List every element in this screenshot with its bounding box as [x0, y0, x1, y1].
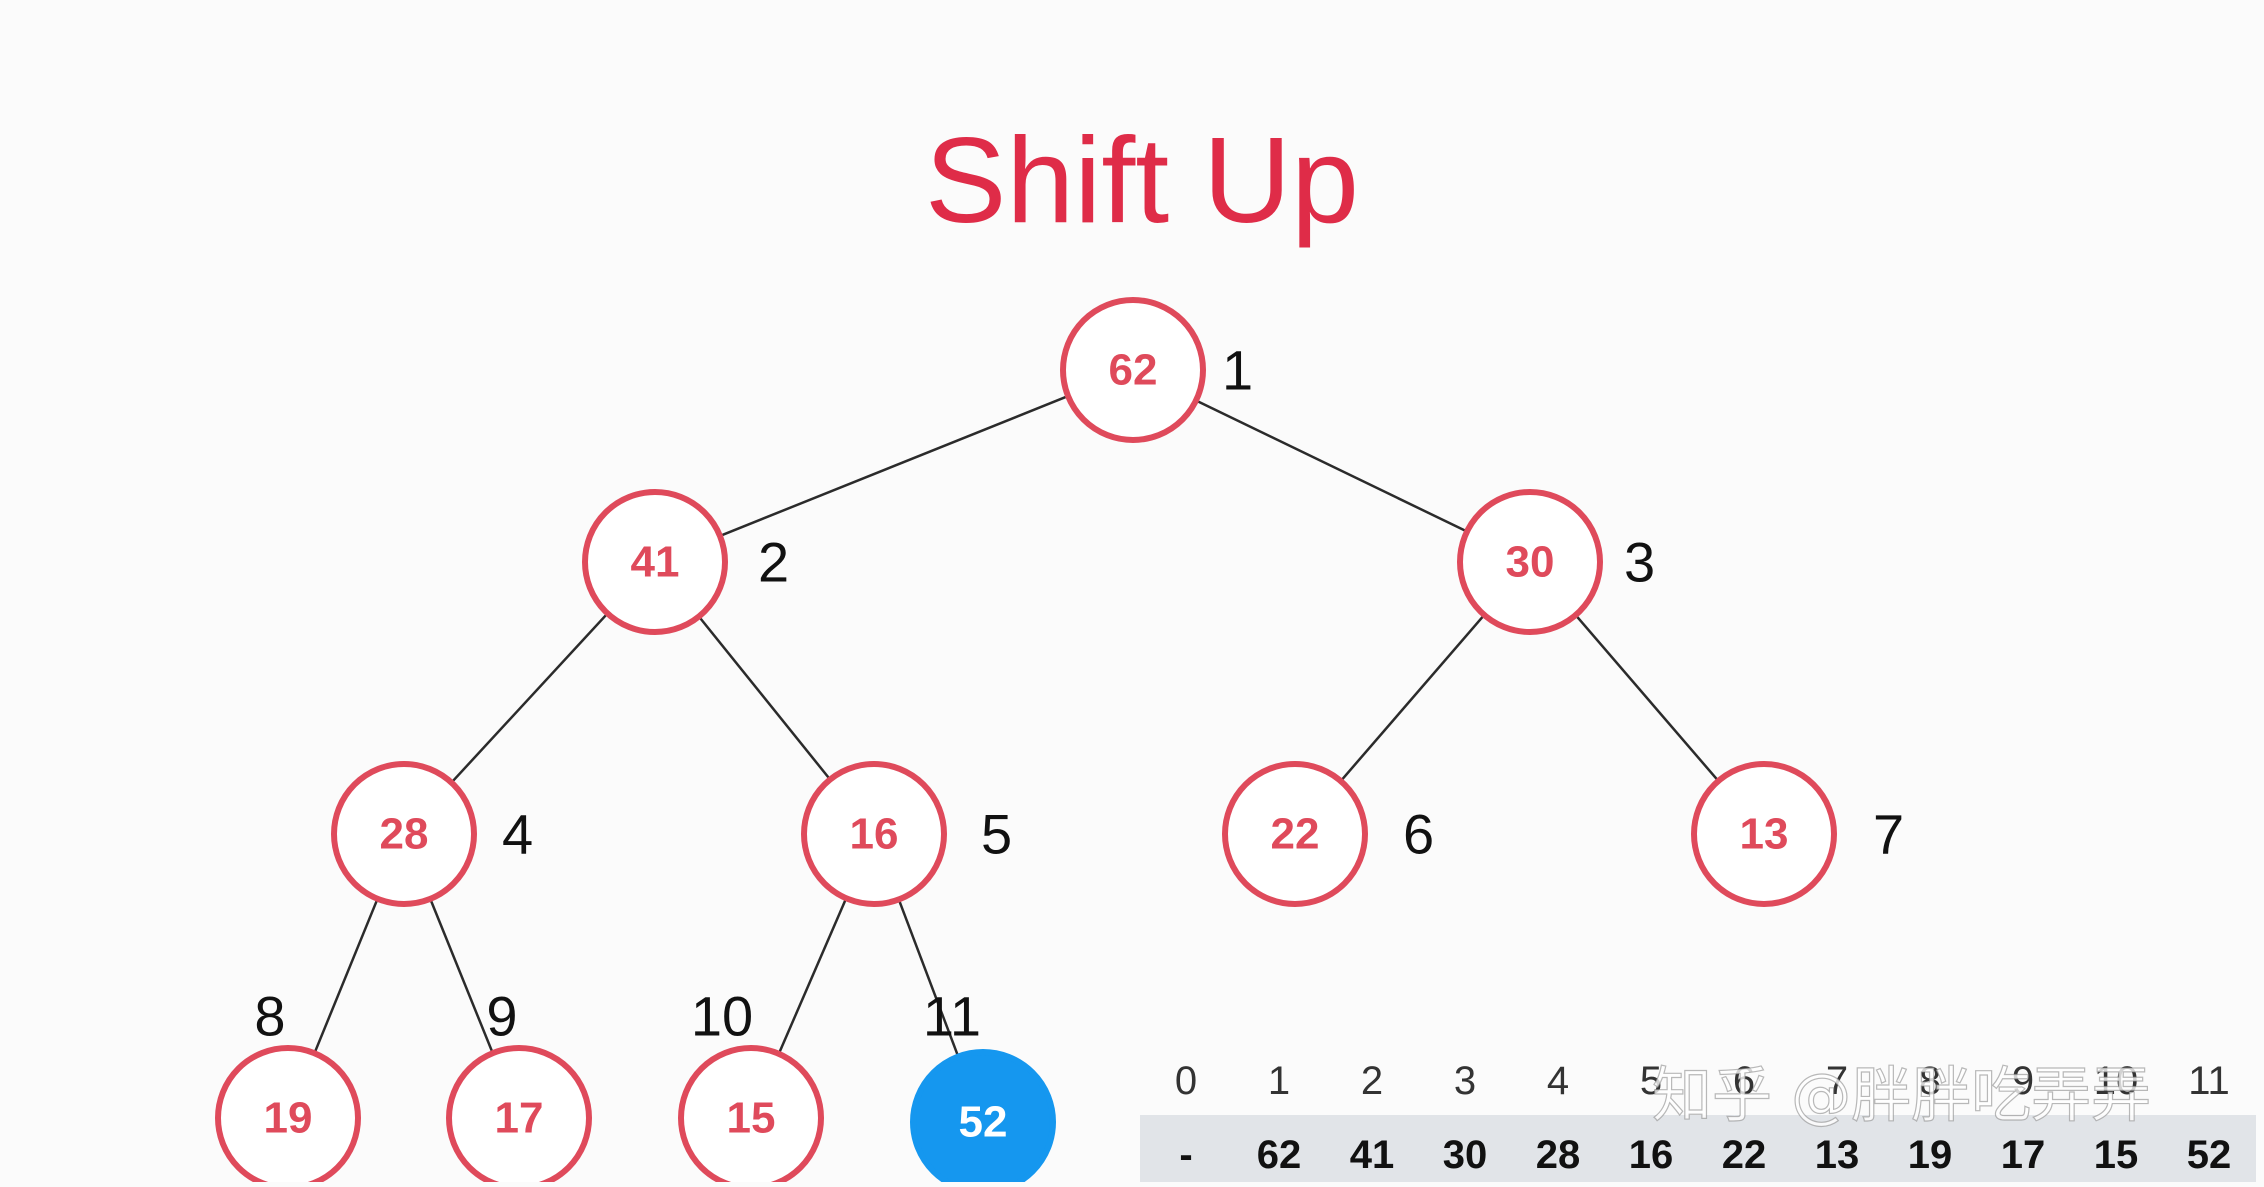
tree-edge [1574, 614, 1720, 782]
tree-edge [697, 615, 832, 781]
node-index-label: 4 [502, 803, 533, 866]
node-circle [1060, 297, 1206, 443]
tree-edge [429, 898, 494, 1054]
diagram-title: Shift Up [925, 112, 1359, 248]
node-value: 17 [495, 1094, 544, 1143]
array-value-cell: 16 [1629, 1133, 1674, 1177]
node-value: 41 [631, 538, 680, 587]
node-circle [1691, 761, 1837, 907]
array-index-label: 11 [2188, 1059, 2230, 1103]
heap-array: 0 1 2 3 4 5 6 7 8 9 10 11 - 62 41 30 28 16 22 13 19 17 15 52 [1140, 1059, 2256, 1182]
node-circle [582, 489, 728, 635]
array-index-label: 7 [1826, 1059, 1848, 1103]
tree-edge [450, 612, 609, 784]
node-value: 28 [380, 810, 429, 859]
array-value-cell: 15 [2094, 1133, 2139, 1177]
array-index-label: 3 [1454, 1059, 1476, 1103]
tree-node: 13 7 [1691, 761, 1904, 907]
tree-edge [313, 898, 379, 1054]
array-value-cell: 41 [1350, 1133, 1395, 1177]
tree-node: 30 3 [1457, 489, 1655, 635]
watermark-text: 知乎 @胖胖吃弄弄 [1652, 1061, 2151, 1131]
node-index-label: 10 [691, 985, 753, 1048]
tree-edge [719, 394, 1069, 538]
node-value: 52 [959, 1098, 1008, 1147]
node-circle [446, 1045, 592, 1187]
node-index-label: 9 [486, 985, 517, 1048]
array-value-cell: 19 [1908, 1133, 1953, 1177]
node-index-label: 3 [1624, 531, 1655, 594]
node-index-label: 1 [1222, 339, 1253, 402]
node-index-label: 7 [1873, 803, 1904, 866]
array-index-label: 6 [1733, 1059, 1755, 1103]
array-index-label: 4 [1547, 1059, 1569, 1103]
array-value-cell: - [1179, 1133, 1192, 1177]
tree-node: 52 11 [910, 985, 1056, 1187]
node-circle [331, 761, 477, 907]
node-value: 16 [850, 810, 899, 859]
node-index-label: 5 [981, 803, 1012, 866]
array-index-label: 5 [1640, 1059, 1662, 1103]
node-index-label: 6 [1403, 803, 1434, 866]
node-value: 62 [1109, 346, 1158, 395]
array-index-label: 2 [1361, 1059, 1383, 1103]
tree-edge [1339, 614, 1486, 782]
tree-node: 41 2 [582, 489, 789, 635]
node-circle [801, 761, 947, 907]
array-index-label: 8 [1919, 1059, 1941, 1103]
array-index-label: 9 [2012, 1059, 2034, 1103]
array-value-cell: 17 [2001, 1133, 2046, 1177]
node-circle [1222, 761, 1368, 907]
array-value-cell: 13 [1815, 1133, 1860, 1177]
node-value: 13 [1740, 810, 1789, 859]
tree-node: 28 4 [331, 761, 533, 907]
tree-edges [313, 394, 1720, 1057]
tree-node: 62 1 [1060, 297, 1253, 443]
node-index-label: 11 [923, 985, 981, 1048]
tree-node: 22 6 [1222, 761, 1434, 907]
node-circle [678, 1045, 824, 1187]
node-value: 30 [1506, 538, 1555, 587]
array-index-label: 10 [2094, 1059, 2139, 1103]
array-value-cell: 22 [1722, 1133, 1767, 1177]
node-circle [215, 1045, 361, 1187]
node-circle [1457, 489, 1603, 635]
array-index-label: 0 [1175, 1059, 1197, 1103]
node-index-label: 2 [758, 531, 789, 594]
array-row-background [1140, 1115, 2256, 1182]
node-value: 19 [264, 1094, 313, 1143]
tree-edge [897, 899, 960, 1057]
node-index-label: 8 [254, 985, 285, 1048]
tree-node: 16 5 [801, 761, 1012, 907]
node-value: 22 [1271, 810, 1320, 859]
tree-edge [1195, 399, 1468, 533]
array-value-cell: 62 [1257, 1133, 1302, 1177]
tree-node: 17 9 [446, 985, 592, 1187]
highlighted-node-circle [910, 1049, 1056, 1187]
array-value-cell: 30 [1443, 1133, 1488, 1177]
array-index-label: 1 [1268, 1059, 1290, 1103]
array-value-cell: 52 [2187, 1133, 2232, 1177]
tree-edge [777, 897, 848, 1055]
node-value: 15 [727, 1094, 776, 1143]
tree-node: 19 8 [215, 985, 361, 1187]
array-value-cell: 28 [1536, 1133, 1581, 1177]
